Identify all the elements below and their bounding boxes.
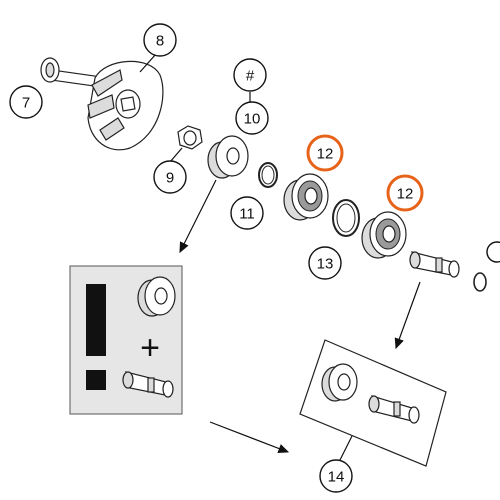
callout-12-second-label: 12 — [397, 186, 414, 203]
callout-hash-label: # — [246, 68, 255, 85]
callout-8-label: 8 — [156, 33, 164, 50]
leader-8 — [139, 53, 157, 73]
notice-plus: + — [140, 329, 160, 367]
callout-12-first-label: 12 — [317, 146, 334, 163]
arrow-notice-to-kit — [209, 421, 290, 454]
callout-14: 14 — [319, 459, 353, 493]
exclamation-dot — [86, 370, 106, 390]
exclamation-bar — [86, 284, 106, 356]
callout-7-label: 7 — [22, 95, 30, 112]
callout-14-label: 14 — [328, 469, 345, 486]
callout-13-label: 13 — [317, 256, 334, 273]
callout-10: 10 — [235, 101, 269, 135]
callout-12-second: 12 — [386, 174, 424, 212]
leader-9 — [169, 147, 183, 163]
part-nut — [177, 125, 203, 150]
part-shaft — [409, 251, 460, 278]
part-impeller — [87, 60, 164, 151]
notice-shaft-icon — [122, 371, 174, 398]
callout-11-label: 11 — [239, 206, 255, 223]
callout-10-label: 10 — [244, 111, 261, 128]
notice-box: ! + — [69, 265, 183, 415]
callout-partial-right — [486, 241, 500, 263]
notice-seal-icon — [137, 276, 176, 317]
callout-7: 7 — [9, 85, 43, 119]
callout-8: 8 — [143, 23, 177, 57]
arrow-to-kit — [394, 281, 421, 350]
callout-9-label: 9 — [166, 170, 174, 187]
kit-shaft-icon — [368, 395, 420, 424]
kit-box — [299, 339, 447, 467]
callout-13: 13 — [308, 246, 342, 280]
part-circlip — [258, 162, 278, 188]
callout-12-first: 12 — [306, 134, 344, 172]
part-retaining-ring — [332, 199, 360, 237]
callout-hash: # — [233, 58, 267, 92]
part-bolt — [40, 57, 102, 88]
part-bearing-a — [283, 173, 329, 221]
part-seal — [207, 135, 249, 179]
callout-11: 11 — [230, 196, 264, 230]
kit-seal-icon — [321, 363, 358, 402]
arrow-to-notice — [179, 179, 217, 254]
leader-14 — [339, 435, 353, 461]
part-bearing-b — [361, 211, 407, 259]
callout-9: 9 — [153, 160, 187, 194]
part-small-clip — [473, 272, 487, 292]
